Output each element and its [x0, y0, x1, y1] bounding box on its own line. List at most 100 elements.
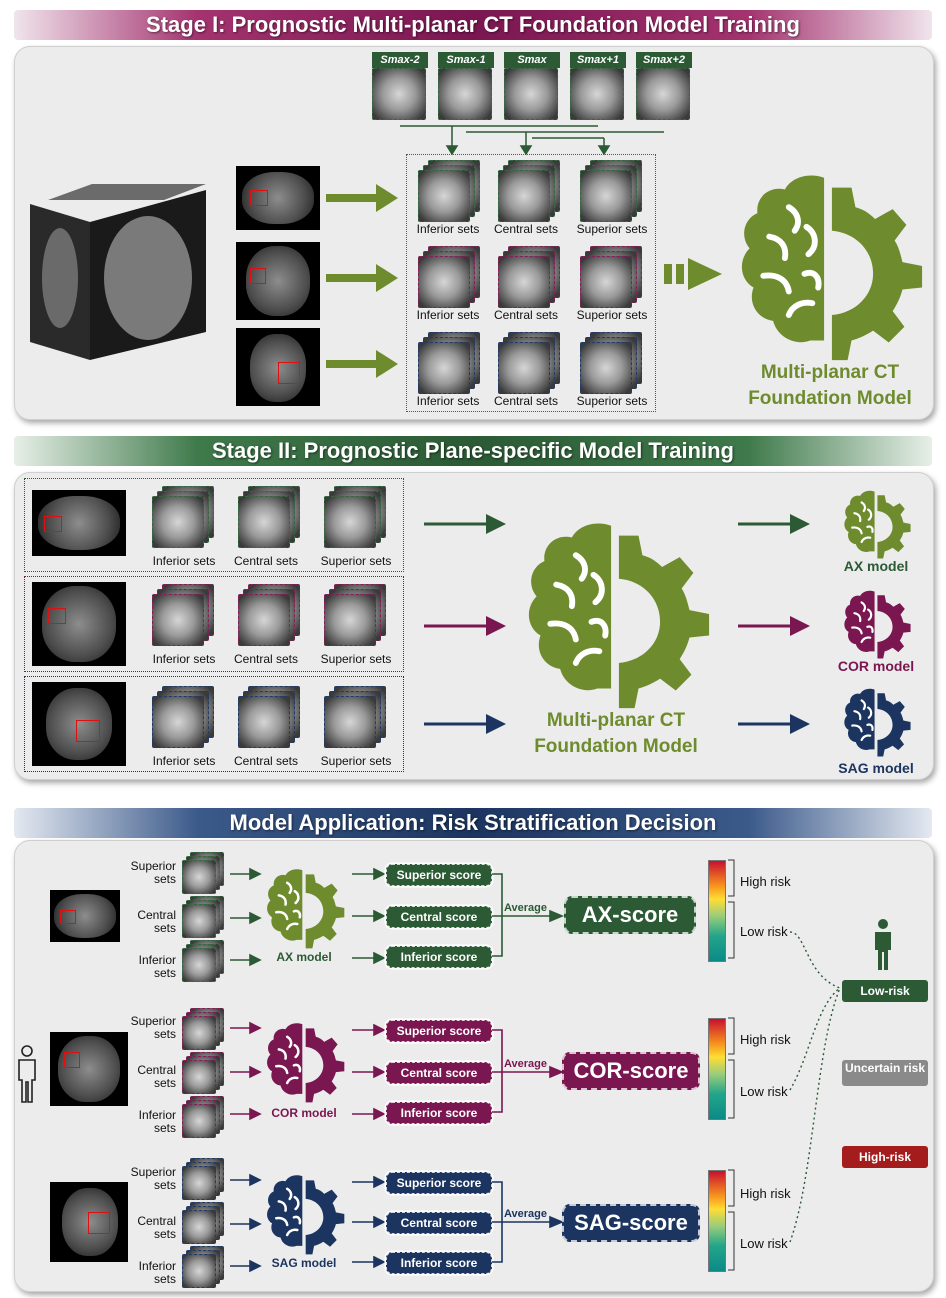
set-label: Superior sets [576, 394, 648, 408]
stack-inferior [152, 686, 216, 750]
stack-superior [182, 852, 226, 896]
roi-box [48, 608, 66, 624]
inferior-score-button: Inferior score [386, 1102, 492, 1124]
set-label: Central sets [493, 394, 559, 408]
roi-box [250, 190, 268, 206]
coronal-ct-image [236, 242, 320, 320]
sag-model-icon [838, 686, 914, 758]
roi-box [64, 1052, 80, 1068]
ax-model-icon [262, 866, 346, 950]
set-label: Inferior sets [416, 394, 480, 408]
low-risk-label: Low risk [740, 1236, 788, 1251]
cor-score-arrows [352, 1023, 386, 1121]
foundation-model-label: Multi-planar CT [546, 710, 686, 731]
set-label: Superior sets [320, 754, 392, 768]
high-risk-label: High risk [740, 874, 791, 889]
sagittal-ct-image [50, 1182, 128, 1262]
stack-superior-coronal [580, 246, 644, 310]
stage3-title: Model Application: Risk Stratification D… [14, 808, 932, 838]
stage2-input-arrows [424, 514, 506, 734]
high-risk-label: High risk [740, 1032, 791, 1047]
stack-inferior-coronal [418, 246, 482, 310]
ax-average-label: Average [504, 902, 548, 914]
stack-central-sagittal [498, 332, 562, 396]
sag-score-box: SAG-score [562, 1204, 700, 1242]
cor-risk-bar [708, 1018, 726, 1120]
sag-model-icon [262, 1172, 346, 1256]
stack-superior-axial [580, 160, 644, 224]
ax-average-bracket [492, 873, 565, 957]
set-label: Superior sets [320, 554, 392, 568]
slice-smax+2: Smax+2 [636, 52, 692, 120]
ax-model-label: AX model [276, 950, 332, 964]
roi-box [60, 910, 76, 924]
sag-average-label: Average [504, 1208, 548, 1220]
set-label: Central sets [493, 308, 559, 322]
stack-central [182, 1202, 226, 1246]
central-score-button: Central score [386, 906, 492, 928]
central-score-button: Central score [386, 1212, 492, 1234]
stack-central [238, 584, 302, 648]
sagittal-ct-image [236, 328, 320, 406]
stage2-title: Stage II: Prognostic Plane-specific Mode… [14, 436, 932, 466]
ax-score-box: AX-score [564, 896, 696, 934]
inferior-score-button: Inferior score [386, 946, 492, 968]
decision-dotted-lines [789, 931, 841, 1243]
cor-average-bracket [492, 1029, 565, 1113]
slice-smax-2: Smax-2 [372, 52, 428, 120]
stack-superior [324, 486, 388, 550]
stack-inferior-axial [418, 160, 482, 224]
set-label: Superior sets [576, 308, 648, 322]
stack-central [238, 486, 302, 550]
cor-average-label: Average [504, 1058, 548, 1070]
sagittal-ct-image [32, 682, 126, 766]
cor-score-box: COR-score [562, 1052, 700, 1090]
stack-inferior-sagittal [418, 332, 482, 396]
slice-grouping-lines [400, 125, 664, 156]
coronal-ct-image [50, 1032, 128, 1106]
slice-smax: Smax [504, 52, 560, 120]
stack-superior-sagittal [580, 332, 644, 396]
set-label: Central sets [233, 652, 299, 666]
foundation-model-icon [510, 516, 720, 712]
ax-gear-overlay [838, 488, 914, 560]
stage1-sets-grid [406, 154, 656, 412]
person-icon [875, 919, 891, 970]
stack-central-coronal [498, 246, 562, 310]
set-label: Inferior sets [152, 652, 216, 666]
set-label: Inferior sets [152, 754, 216, 768]
coronal-ct-image [32, 582, 126, 666]
ax-model-label: AX model [843, 558, 909, 574]
stack-inferior [182, 940, 226, 984]
ax-input-arrows [230, 867, 262, 967]
stack-central [182, 896, 226, 940]
stage2-output-arrows [738, 514, 810, 734]
cor-model-icon [262, 1020, 346, 1104]
person-outline-icon [18, 1045, 36, 1103]
roi-box [44, 516, 62, 532]
risk-bar-brackets [728, 859, 735, 1271]
sag-model-label: SAG model [271, 1256, 337, 1270]
axial-ct-image [32, 490, 126, 556]
set-label: Central sets [233, 754, 299, 768]
sag-risk-bar [708, 1170, 726, 1272]
sag-input-row [24, 676, 404, 772]
foundation-model-icon [730, 168, 926, 364]
set-label: Central sets [493, 222, 559, 236]
stage1-arrows [326, 184, 398, 378]
ax-risk-bar [708, 860, 726, 962]
block-arrow-icon [664, 258, 722, 290]
cor-model-icon [838, 588, 914, 660]
set-label: Superior sets [320, 652, 392, 666]
set-label: Inferior sets [416, 308, 480, 322]
slice-smax-1: Smax-1 [438, 52, 494, 120]
sag-model-label: SAG model [838, 760, 914, 776]
superior-score-button: Superior score [386, 1172, 492, 1194]
slice-row: Smax-2 Smax-1 Smax Smax+1 Smax+2 [372, 52, 692, 126]
superior-score-button: Superior score [386, 1020, 492, 1042]
